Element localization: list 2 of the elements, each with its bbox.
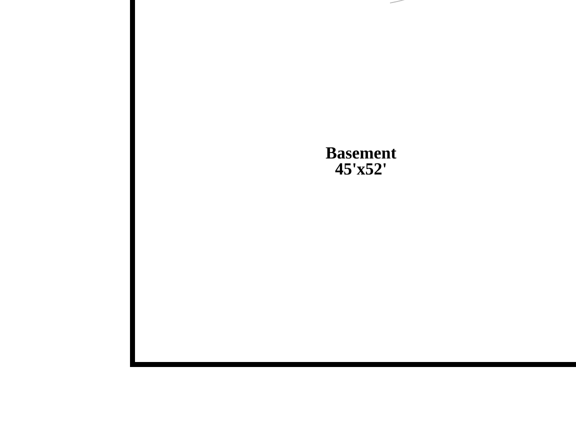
room-label: Basement 45'x52' [326,147,396,175]
room-outline [130,0,576,367]
